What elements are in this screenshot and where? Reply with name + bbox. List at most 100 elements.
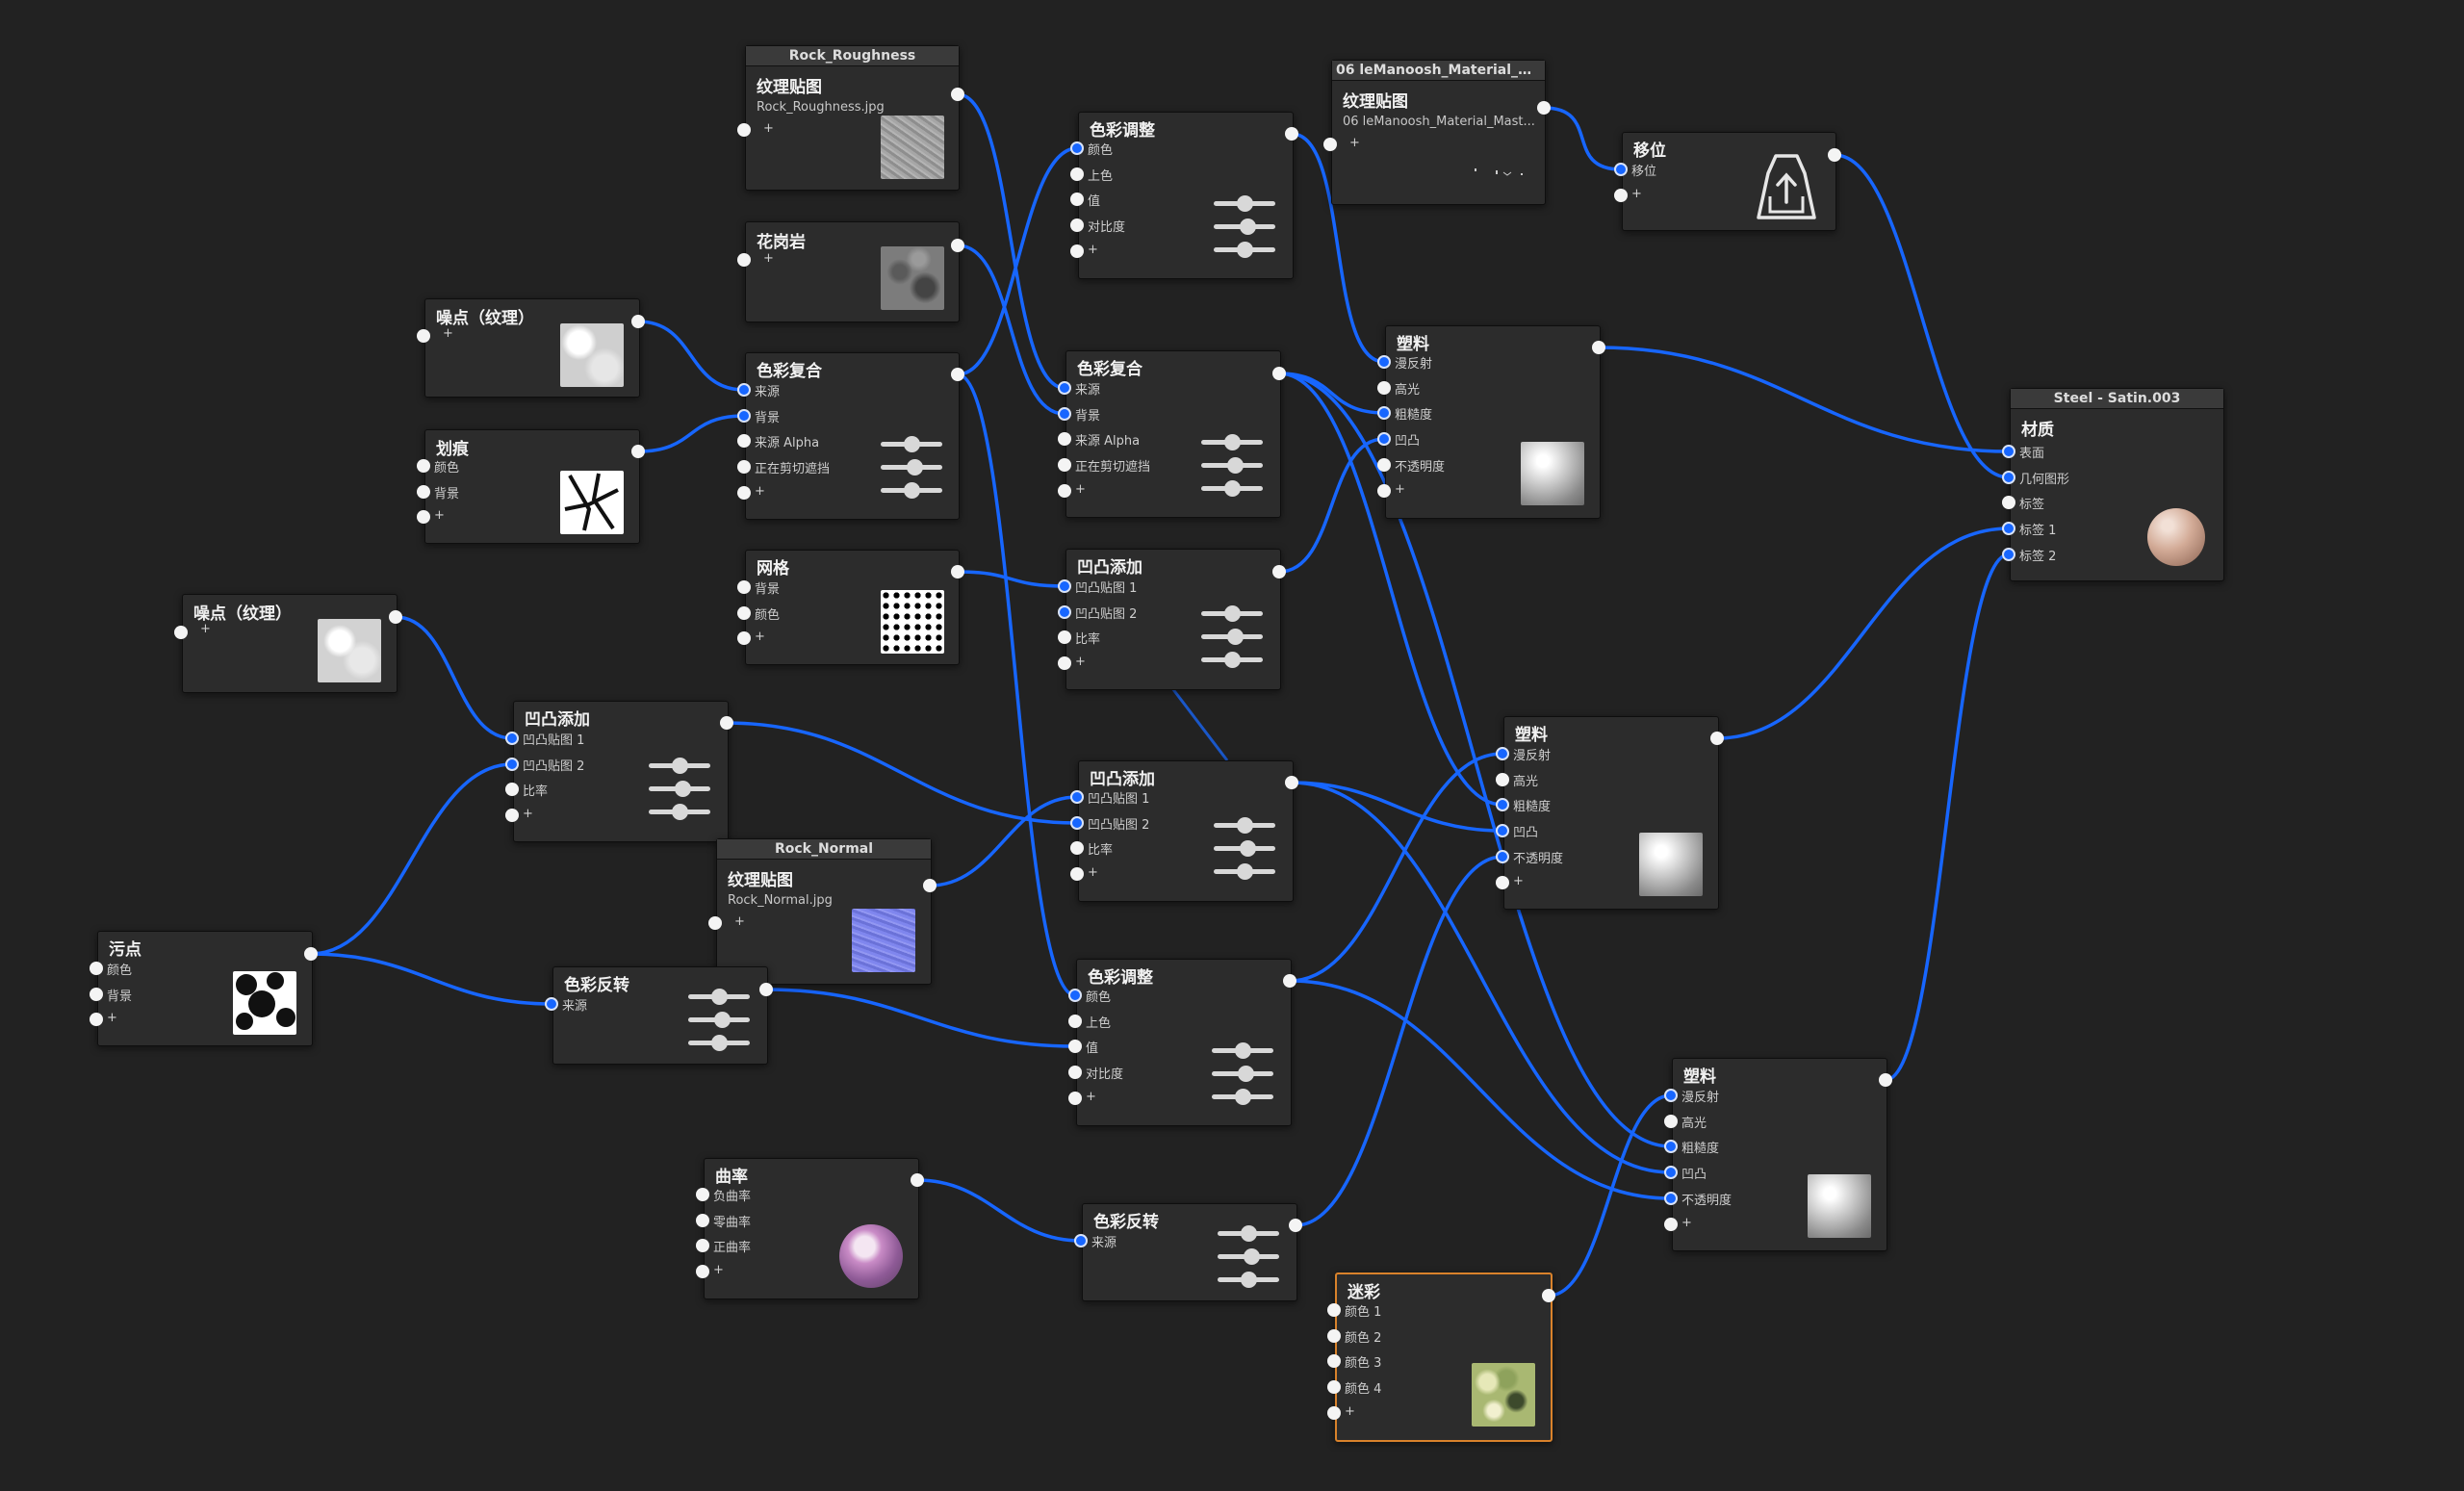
- slider-track[interactable]: [1212, 1042, 1273, 1059]
- input-port[interactable]: [1614, 189, 1628, 202]
- input-port[interactable]: [417, 329, 430, 343]
- input-port[interactable]: [90, 962, 103, 975]
- output-port[interactable]: [1289, 1219, 1302, 1232]
- output-port[interactable]: [1285, 776, 1298, 789]
- blend-sliders[interactable]: [881, 436, 942, 499]
- slider-knob[interactable]: [1235, 1089, 1251, 1105]
- invert-sliders[interactable]: [1218, 1225, 1279, 1288]
- input-port[interactable]: [1074, 1234, 1088, 1247]
- output-port[interactable]: [1537, 101, 1551, 115]
- input-port[interactable]: [2002, 522, 2015, 535]
- slider-knob[interactable]: [675, 781, 691, 797]
- input-port[interactable]: [737, 123, 751, 137]
- node-color-adjust-2[interactable]: 色彩调整: [1076, 959, 1292, 1126]
- output-port[interactable]: [951, 88, 964, 101]
- input-port[interactable]: [505, 758, 519, 771]
- input-port[interactable]: [90, 1013, 103, 1026]
- input-port[interactable]: [2002, 496, 2015, 509]
- output-port[interactable]: [304, 947, 318, 961]
- output-port[interactable]: [911, 1173, 924, 1187]
- slider-knob[interactable]: [907, 459, 923, 476]
- output-port[interactable]: [1828, 148, 1841, 162]
- input-port[interactable]: [1377, 406, 1391, 420]
- node-material-steel-satin[interactable]: Steel - Satin.003 材质: [2010, 388, 2224, 581]
- input-port[interactable]: [1664, 1140, 1678, 1153]
- input-port[interactable]: [2002, 471, 2015, 484]
- slider-track[interactable]: [881, 482, 942, 499]
- output-port[interactable]: [951, 565, 964, 578]
- input-port[interactable]: [417, 485, 430, 499]
- node-color-invert-2[interactable]: 色彩反转: [1082, 1203, 1297, 1301]
- input-port[interactable]: [1058, 407, 1071, 421]
- slider-track[interactable]: [1212, 1089, 1273, 1105]
- slider-track[interactable]: [688, 1012, 750, 1028]
- adjust-sliders[interactable]: [1214, 195, 1275, 258]
- input-port[interactable]: [737, 460, 751, 474]
- slider-knob[interactable]: [904, 436, 920, 452]
- input-port[interactable]: [1068, 1066, 1082, 1079]
- node-color-adjust-1[interactable]: 色彩调整: [1078, 112, 1294, 279]
- input-port[interactable]: [1496, 850, 1509, 863]
- input-port[interactable]: [1068, 1092, 1082, 1105]
- input-port[interactable]: [1058, 605, 1071, 619]
- node-bump-add-1[interactable]: 凹凸添加: [513, 701, 729, 842]
- input-port[interactable]: [737, 580, 751, 594]
- input-port[interactable]: [1070, 141, 1084, 155]
- output-port[interactable]: [1283, 974, 1296, 988]
- input-port[interactable]: [1070, 867, 1084, 881]
- input-port[interactable]: [1496, 747, 1509, 760]
- slider-track[interactable]: [1212, 1066, 1273, 1082]
- node-plastic-3[interactable]: 塑料: [1672, 1058, 1887, 1251]
- blend-sliders[interactable]: [1201, 434, 1263, 497]
- node-rock-normal[interactable]: Rock_Normal 纹理贴图 Rock_Normal.jpg +: [716, 838, 932, 985]
- slider-track[interactable]: [1218, 1272, 1279, 1288]
- slider-knob[interactable]: [1227, 457, 1244, 474]
- input-port[interactable]: [1614, 163, 1628, 176]
- adjust-sliders[interactable]: [1212, 1042, 1273, 1105]
- slider-knob[interactable]: [1240, 219, 1256, 235]
- node-color-invert-1[interactable]: 色彩反转: [552, 966, 768, 1065]
- output-port[interactable]: [1879, 1073, 1892, 1087]
- input-port[interactable]: [1323, 138, 1337, 151]
- slider-knob[interactable]: [1240, 840, 1256, 857]
- slider-track[interactable]: [649, 804, 710, 820]
- output-port[interactable]: [923, 879, 937, 892]
- slider-knob[interactable]: [1224, 480, 1241, 497]
- input-port[interactable]: [1070, 790, 1084, 804]
- slider-knob[interactable]: [1224, 605, 1241, 622]
- node-noise-texture-2[interactable]: 噪点（纹理） +: [182, 594, 398, 693]
- slider-knob[interactable]: [672, 804, 688, 820]
- input-port[interactable]: [174, 626, 188, 639]
- input-port[interactable]: [1664, 1166, 1678, 1179]
- output-port[interactable]: [759, 983, 773, 996]
- slider-knob[interactable]: [1241, 1225, 1257, 1242]
- slider-knob[interactable]: [1238, 1066, 1254, 1082]
- input-port[interactable]: [1377, 432, 1391, 446]
- input-port[interactable]: [1070, 167, 1084, 181]
- node-granite[interactable]: 花岗岩 +: [745, 221, 960, 322]
- bump-sliders[interactable]: [1214, 817, 1275, 880]
- slider-knob[interactable]: [711, 989, 728, 1005]
- input-port[interactable]: [1070, 244, 1084, 258]
- input-port[interactable]: [1070, 219, 1084, 232]
- slider-track[interactable]: [1201, 629, 1263, 645]
- input-port[interactable]: [696, 1239, 709, 1252]
- output-port[interactable]: [951, 368, 964, 381]
- output-port[interactable]: [1710, 732, 1724, 745]
- input-port[interactable]: [1058, 381, 1071, 395]
- node-grid[interactable]: 网格: [745, 550, 960, 665]
- input-port[interactable]: [737, 631, 751, 645]
- input-port[interactable]: [1327, 1354, 1341, 1368]
- node-camouflage[interactable]: 迷彩: [1335, 1272, 1553, 1442]
- slider-track[interactable]: [1201, 480, 1263, 497]
- input-port[interactable]: [90, 988, 103, 1001]
- input-port[interactable]: [1377, 458, 1391, 472]
- input-port[interactable]: [1068, 1015, 1082, 1028]
- node-lemanoosh-texture[interactable]: 06 leManoosh_Material_Ma... 纹理贴图 06 leMa…: [1331, 60, 1546, 205]
- output-port[interactable]: [389, 610, 402, 624]
- slider-track[interactable]: [649, 758, 710, 774]
- input-port[interactable]: [1496, 876, 1509, 889]
- input-port[interactable]: [1327, 1380, 1341, 1394]
- input-port[interactable]: [1496, 773, 1509, 786]
- slider-knob[interactable]: [1237, 195, 1253, 212]
